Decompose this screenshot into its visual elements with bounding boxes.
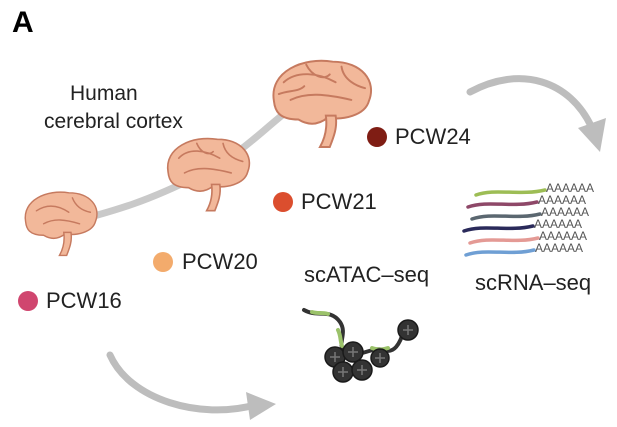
polya-tail-3: AAAAAA	[541, 205, 590, 219]
polya-tail-5: AAAAAA	[539, 229, 588, 243]
chromatin-icon	[302, 308, 419, 383]
timepoint-label-pcw21: PCW21	[301, 189, 377, 214]
nucleosome-mark	[330, 352, 340, 362]
title-line-1: Human	[70, 82, 138, 105]
scrna-seq-label: scRNA–seq	[475, 270, 592, 295]
timepoint-dot-pcw21	[273, 192, 293, 212]
nucleosome-mark	[375, 353, 385, 363]
brain-pcw16-icon	[24, 191, 98, 257]
timepoint-label-pcw20: PCW20	[182, 249, 258, 274]
timepoint-dot-pcw20	[153, 252, 173, 272]
arrow-head-right-icon	[578, 118, 606, 152]
nucleosome-mark	[403, 325, 413, 335]
title-line-2: cerebral cortex	[44, 110, 183, 133]
timepoint-label-pcw16: PCW16	[46, 288, 122, 313]
polya-tail-1: AAAAAA	[546, 181, 595, 195]
timepoint-label-pcw24: PCW24	[395, 124, 471, 149]
nucleosome-mark	[338, 367, 348, 377]
brain-pcw20-icon	[166, 137, 251, 212]
nucleosome-mark	[357, 365, 367, 375]
arrow-to-scatac-icon	[106, 351, 259, 414]
timepoint-dot-pcw24	[367, 127, 387, 147]
panel-label: A	[12, 6, 34, 39]
transcripts-icon	[462, 188, 547, 257]
arrow-to-scrna-icon	[466, 75, 596, 132]
arrow-head-bottom-icon	[246, 392, 276, 420]
nucleosome-mark	[348, 347, 358, 357]
scatac-seq-label: scATAC–seq	[304, 262, 430, 287]
polya-tail-4: AAAAAA	[534, 217, 583, 231]
timepoint-dot-pcw16	[18, 291, 38, 311]
brain-pcw24-icon	[272, 59, 372, 148]
polya-tail-6: AAAAAA	[535, 241, 584, 255]
polya-tail-2: AAAAAA	[538, 193, 587, 207]
